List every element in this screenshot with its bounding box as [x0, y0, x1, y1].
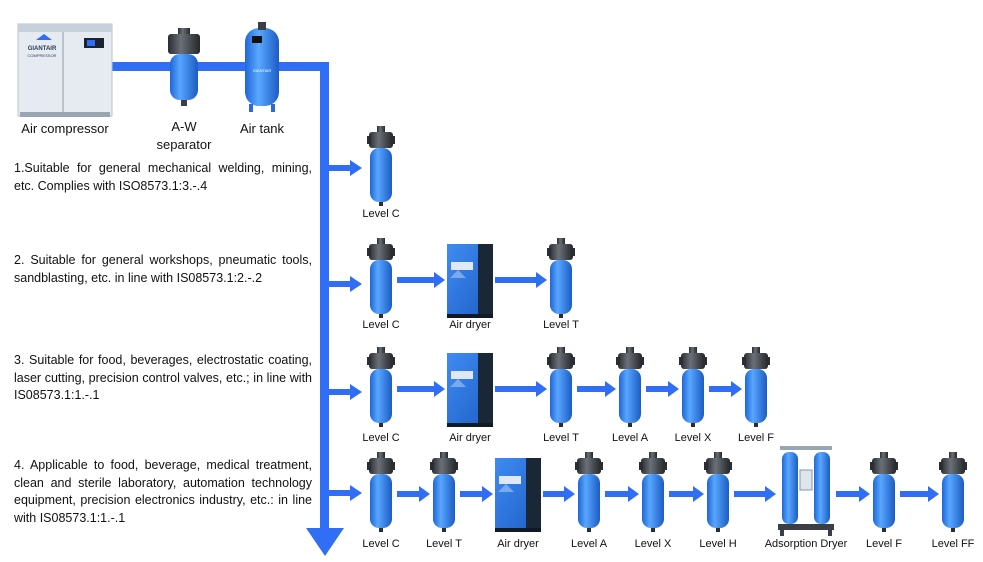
row-2-label-1: Level C: [362, 319, 400, 331]
flow-arrow: [577, 381, 616, 397]
row-3-label-5: Level X: [674, 432, 712, 444]
row-4-label-9: Level FF: [931, 538, 975, 550]
flow-arrow: [646, 381, 679, 397]
row-3-label-1: Level C: [362, 432, 400, 444]
flow-arrow: [605, 486, 639, 502]
row-4-label-1: Level C: [362, 538, 400, 550]
filter-level-ff: [939, 452, 967, 532]
row-2-label-2: Air dryer: [449, 319, 491, 331]
filter-level-t: [547, 238, 575, 318]
air-compressor: [17, 23, 113, 117]
filter-level-c: [367, 452, 395, 532]
filter-level-c: [367, 347, 395, 427]
air-dryer: [495, 458, 541, 532]
description-4: 4. Applicable to food, beverage, medical…: [14, 458, 312, 525]
row-4-label-8: Level F: [865, 538, 903, 550]
main-pipe: [112, 62, 344, 556]
row-4-label-5: Level X: [634, 538, 672, 550]
flow-arrow: [543, 486, 575, 502]
description-3: 3. Suitable for food, beverages, electro…: [14, 353, 312, 402]
row-2-label-3: Level T: [543, 319, 579, 331]
tank-label: Air tank: [239, 121, 285, 136]
filter-level-c: [367, 126, 395, 206]
flow-arrow: [709, 381, 742, 397]
flow-arrow: [734, 486, 776, 502]
row-3-label-2: Air dryer: [449, 432, 491, 444]
row-4-label-7: Adsorption Dryer: [764, 538, 848, 550]
flow-arrow: [836, 486, 870, 502]
row-3-label-6: Level F: [737, 432, 775, 444]
description-2: 2. Suitable for general workshops, pneum…: [14, 253, 312, 285]
description-1: 1.Suitable for general mechanical weldin…: [14, 161, 312, 193]
aw-separator: [168, 28, 200, 106]
filter-level-x: [639, 452, 667, 532]
compressor-brand-sub: COMPRESSOR: [28, 53, 57, 58]
filter-level-a: [575, 452, 603, 532]
filter-level-a: [616, 347, 644, 427]
row-1-label-1: Level C: [362, 208, 400, 220]
flow-arrow: [397, 381, 445, 397]
compressor-label: Air compressor: [21, 121, 109, 136]
row-3-label-4: Level A: [611, 432, 649, 444]
row-3-label-3: Level T: [543, 432, 579, 444]
separator-label-line2: separator: [156, 137, 212, 152]
air-tank: [245, 22, 279, 112]
filter-level-c: [367, 238, 395, 318]
flow-arrow: [397, 486, 430, 502]
flow-arrow: [460, 486, 493, 502]
filter-level-t: [547, 347, 575, 427]
tank-brand: GIANTAIR: [253, 68, 272, 73]
air-dryer: [447, 244, 493, 318]
filter-level-f: [742, 347, 770, 427]
branch-arrow: [329, 160, 362, 501]
row-4-label-6: Level H: [699, 538, 737, 550]
separator-label-line1: A-W: [171, 119, 197, 134]
flow-arrow: [495, 381, 547, 397]
row-4-label-2: Level T: [426, 538, 462, 550]
air-dryer: [447, 353, 493, 427]
compressor-brand: GIANTAIR: [28, 46, 57, 52]
filter-level-h: [704, 452, 732, 532]
flow-arrow: [397, 272, 445, 288]
row-4-label-3: Air dryer: [497, 538, 539, 550]
filter-level-x: [679, 347, 707, 427]
flow-arrow: [900, 486, 939, 502]
adsorption-dryer: [778, 446, 834, 536]
filter-level-f: [870, 452, 898, 532]
row-4-label-4: Level A: [570, 538, 608, 550]
flow-arrow: [495, 272, 547, 288]
filter-level-t: [430, 452, 458, 532]
flow-arrow: [669, 486, 704, 502]
